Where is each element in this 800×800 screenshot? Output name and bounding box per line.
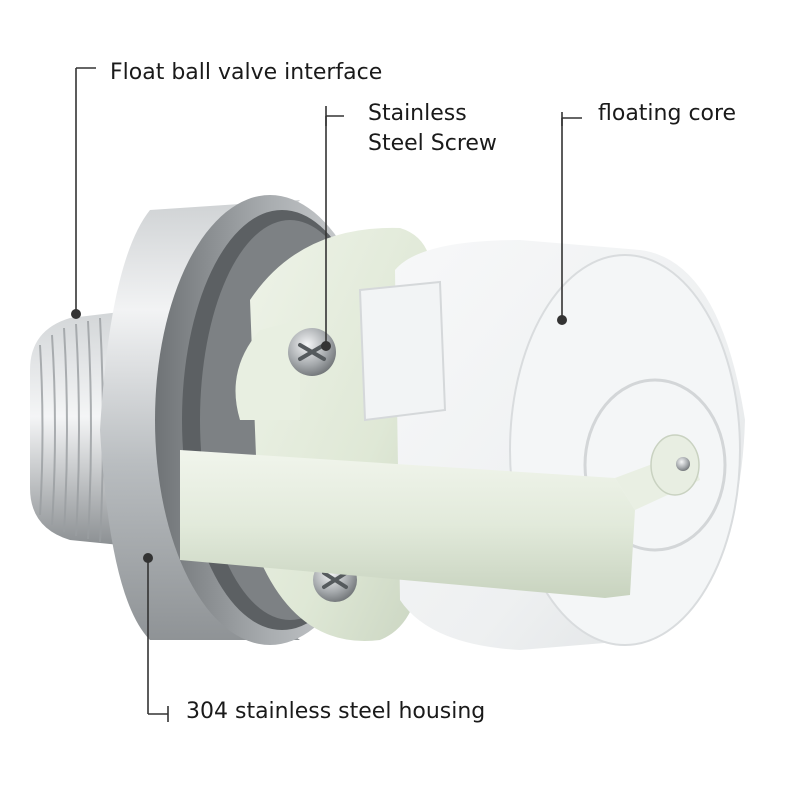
label-stainless-steel-screw: Stainless Steel Screw — [368, 101, 497, 156]
threaded-inlet — [30, 312, 120, 545]
label-floating-core: floating core — [598, 101, 737, 126]
label-float-ball-valve-interface: Float ball valve interface — [110, 60, 383, 85]
label-304-stainless-steel-housing: 304 stainless steel housing — [186, 699, 486, 724]
upper-screw — [288, 328, 336, 376]
callout-lines — [71, 67, 582, 722]
lever-bar — [180, 434, 700, 598]
